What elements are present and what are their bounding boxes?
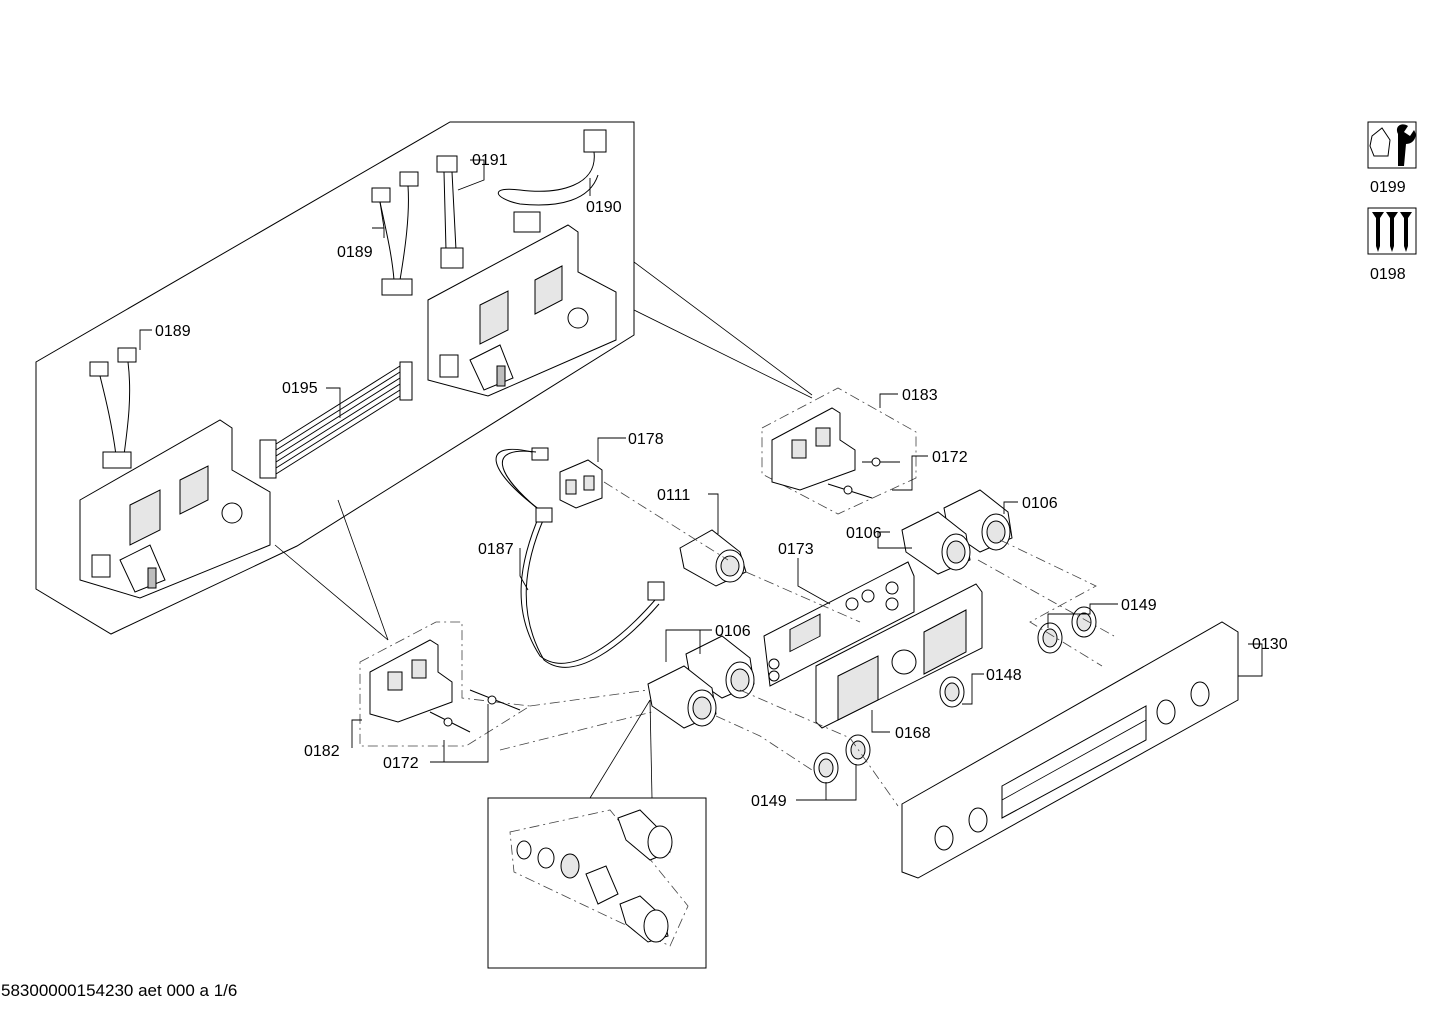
part-label: 0190 <box>586 199 622 216</box>
ring-0149-lower <box>813 734 871 784</box>
part-label: 0173 <box>778 541 814 558</box>
callout-outline-upper <box>35 121 635 635</box>
part-label: 0130 <box>1252 636 1288 653</box>
front-panel-0130 <box>901 621 1239 879</box>
part-label: 0149 <box>1121 597 1157 614</box>
part-label: 0187 <box>478 541 514 558</box>
wire-harness-0189-upper <box>371 171 419 296</box>
part-label: 0182 <box>304 743 340 760</box>
document-id: 58300000154230 aet 000 a 1/6 <box>1 981 238 1000</box>
knob-0111 <box>679 529 747 587</box>
display-frame-0168 <box>815 583 983 729</box>
part-label: 0106 <box>1022 495 1058 512</box>
part-label: 0168 <box>895 725 931 742</box>
part-label: 0195 <box>282 380 318 397</box>
control-module-right <box>427 224 617 397</box>
ring-0149-upper <box>1037 606 1097 654</box>
part-label: 0149 <box>751 793 787 810</box>
wire-harness-0187 <box>495 447 665 668</box>
circuit-board-0173 <box>763 561 915 687</box>
part-label: 0172 <box>932 449 968 466</box>
tool-icon <box>1367 121 1417 169</box>
part-label: 0183 <box>902 387 938 404</box>
knob-0106-upper-left <box>901 511 971 575</box>
knob-exploded-detail <box>487 699 707 969</box>
icon-code: 0198 <box>1370 266 1406 283</box>
part-label: 0106 <box>846 525 882 542</box>
screws-icon <box>1367 207 1417 255</box>
part-label: 0111 <box>657 487 690 504</box>
switch-0178 <box>559 459 603 509</box>
part-label: 0189 <box>337 244 373 261</box>
wire-harness-0191 <box>436 155 464 269</box>
module-group-0183 <box>761 387 917 515</box>
part-label: 0172 <box>383 755 419 772</box>
module-group-0182 <box>359 621 532 747</box>
part-label: 0106 <box>715 623 751 640</box>
ribbon-cable-0195 <box>259 361 413 479</box>
part-label: 0178 <box>628 431 664 448</box>
icon-code: 0199 <box>1370 179 1406 196</box>
wire-harness-0190 <box>497 129 607 233</box>
control-module-left <box>79 419 271 599</box>
part-label: 0148 <box>986 667 1022 684</box>
part-label: 0189 <box>155 323 191 340</box>
ring-0148 <box>939 676 965 708</box>
wire-harness-0189-lower <box>89 347 137 469</box>
part-label: 0191 <box>472 152 508 169</box>
knob-0106-lower-left <box>647 665 717 729</box>
